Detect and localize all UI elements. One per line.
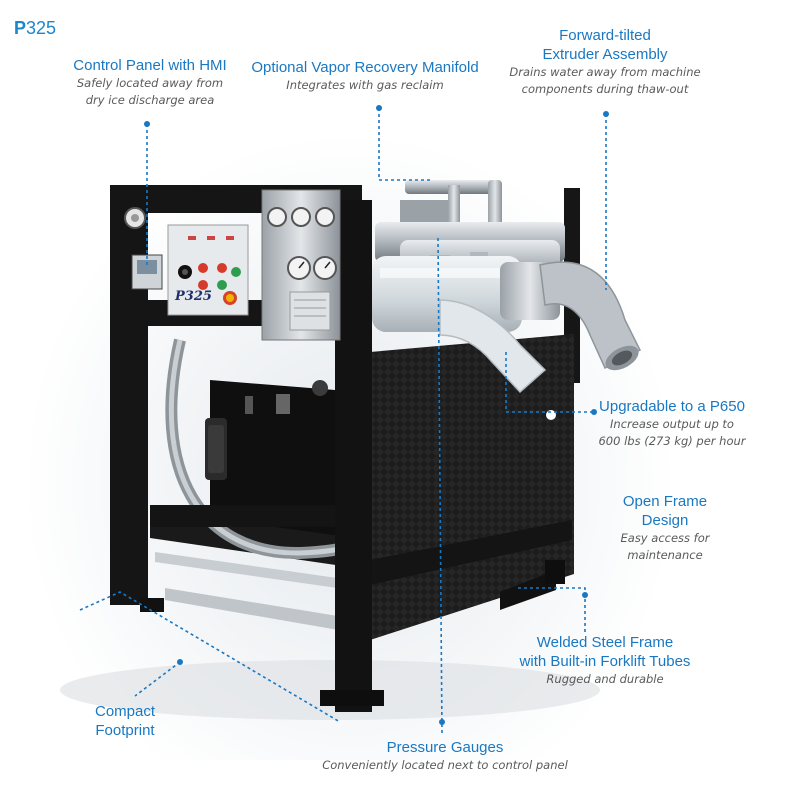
callout-pressure-gauges: Pressure Gauges Conveniently located nex… [310,738,580,774]
callout-upgrade: Upgradable to a P650 Increase output up … [592,397,752,450]
panel-model-text: P325 [174,289,212,304]
callout-title: Pressure Gauges [386,739,504,756]
callout-open-frame: Open Frame Design Easy access for mainte… [600,492,730,564]
callout-title: Forward-tilted [559,27,651,44]
callout-control-panel: Control Panel with HMI Safely located aw… [70,56,230,109]
callout-title: Welded Steel Frame [536,634,674,651]
callout-sub: Rugged and durable [546,672,664,686]
callout-sub: Safely located away from [76,76,224,90]
leader-compact-text [134,661,181,697]
callout-sub: Drains water away from machine [509,65,701,79]
callout-compact-footprint: Compact Footprint [75,702,175,740]
callout-extruder: Forward-tilted Extruder Assembly Drains … [505,26,705,98]
callout-sub: Increase output up to [610,417,734,431]
callout-sub: Integrates with gas reclaim [286,78,444,92]
callout-welded-frame: Welded Steel Frame with Built-in Forklif… [495,633,715,688]
callout-vapor-manifold: Optional Vapor Recovery Manifold Integra… [250,58,480,94]
callout-sub: 600 lbs (273 kg) per hour [598,434,746,448]
callout-title: Open Frame [622,493,708,510]
callout-title: Footprint [95,722,155,739]
leader-upgrade [505,352,594,413]
callout-title: Control Panel with HMI [73,57,227,74]
leader-welded [518,587,586,632]
model-label: P325 [14,18,57,38]
callout-title: Design [641,512,689,529]
callout-title: Compact [94,703,156,720]
leader-compact-frame [79,591,341,723]
callout-sub: components during thaw-out [521,82,689,96]
callout-title: Upgradable to a P650 [599,398,745,415]
callout-sub: Conveniently located next to control pan… [322,758,568,772]
callout-title: Optional Vapor Recovery Manifold [251,59,479,76]
leader-gauges [437,237,443,736]
callout-sub: maintenance [627,548,703,562]
callout-title: Extruder Assembly [542,46,668,63]
callout-title: with Built-in Forklift Tubes [519,653,691,670]
callout-sub: dry ice discharge area [85,93,215,107]
leader-vapor [378,108,430,181]
callout-sub: Easy access for [620,531,710,545]
